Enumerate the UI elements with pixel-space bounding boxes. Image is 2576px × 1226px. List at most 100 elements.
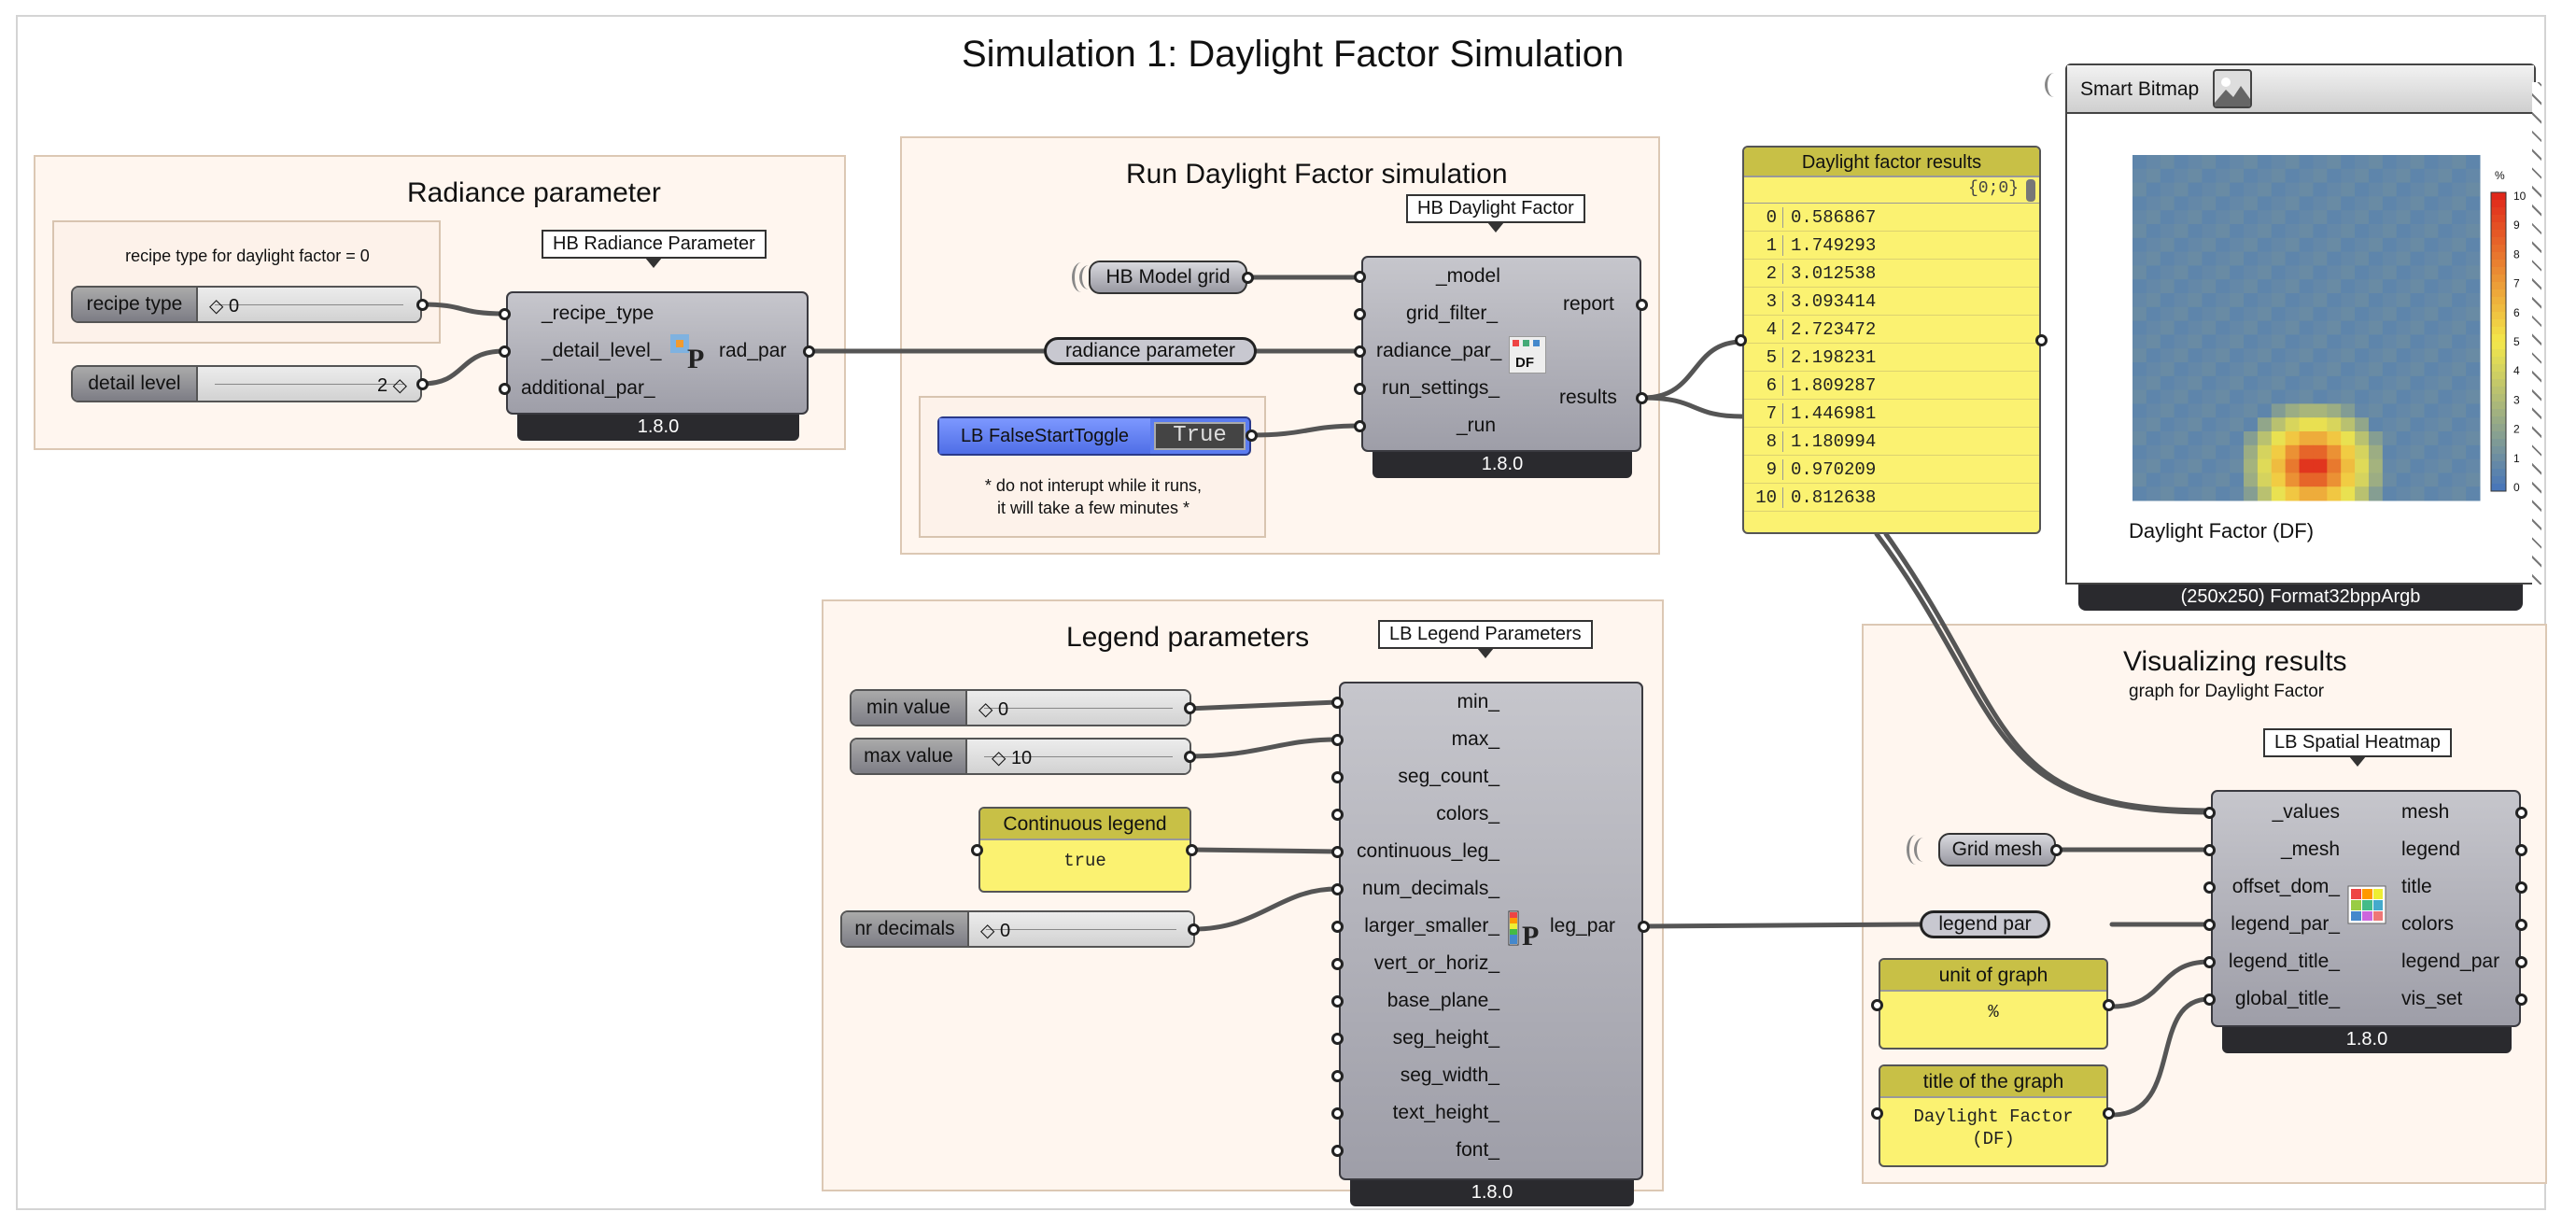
df-result-value: 3.093414 bbox=[1791, 290, 1877, 312]
port-hb-radiance-in-1[interactable] bbox=[499, 345, 511, 358]
heatmap-cell bbox=[2410, 168, 2425, 184]
port-nr-decimals-out[interactable] bbox=[1188, 923, 1200, 936]
port-toggle-out[interactable] bbox=[1246, 430, 1258, 442]
port-recipe-type-out[interactable] bbox=[416, 299, 429, 311]
port-unit-of-graph-in[interactable] bbox=[1871, 999, 1883, 1011]
port-df-results-out[interactable] bbox=[2035, 334, 2048, 346]
port-lb-heatmap-in[interactable] bbox=[2203, 807, 2216, 819]
heatmap-cell bbox=[2313, 265, 2328, 280]
port-lb-legend-in[interactable] bbox=[1331, 958, 1344, 970]
port-hb-radiance-out-0[interactable] bbox=[803, 345, 815, 358]
port-continuous-legend-in[interactable] bbox=[971, 844, 983, 856]
port-hb-daylight-out-1[interactable] bbox=[1636, 392, 1648, 404]
port-lb-heatmap-out[interactable] bbox=[2515, 993, 2527, 1006]
port-hb-daylight-out-0[interactable] bbox=[1636, 299, 1648, 311]
port-lb-legend-in[interactable] bbox=[1331, 883, 1344, 895]
slider-min-value-track[interactable]: ◇ 0 bbox=[967, 691, 1189, 725]
heatmap-cell bbox=[2327, 417, 2342, 432]
param-hb-model-grid[interactable]: HB Model grid bbox=[1089, 261, 1247, 294]
slider-detail-level[interactable]: detail level 2 ◇ bbox=[71, 365, 422, 402]
heatmap-cell bbox=[2438, 168, 2453, 184]
port-lb-legend-in[interactable] bbox=[1331, 771, 1344, 783]
heatmap-cell bbox=[2355, 155, 2370, 170]
port-hb-daylight-in-3[interactable] bbox=[1354, 383, 1366, 395]
toggle-lb-falsestart[interactable]: LB FalseStartToggle True bbox=[937, 416, 1251, 456]
port-lb-heatmap-out[interactable] bbox=[2515, 807, 2527, 819]
port-min-value-out[interactable] bbox=[1184, 702, 1196, 714]
panel-continuous-legend[interactable]: Continuous legend true bbox=[978, 807, 1191, 893]
heatmap-cell bbox=[2452, 389, 2467, 404]
param-grid-mesh[interactable]: Grid mesh bbox=[1938, 833, 2056, 867]
port-lb-legend-in[interactable] bbox=[1331, 1145, 1344, 1157]
heatmap-cell bbox=[2452, 472, 2467, 487]
port-hb-model-grid-out[interactable] bbox=[1242, 272, 1254, 284]
heatmap-cell bbox=[2341, 458, 2356, 473]
legend-bar-segment bbox=[2491, 454, 2506, 462]
slider-recipe-type-track[interactable]: ◇ 0 bbox=[198, 288, 420, 321]
component-hb-radiance-parameter[interactable] bbox=[506, 291, 809, 415]
slider-nr-decimals[interactable]: nr decimals ◇ 0 bbox=[840, 910, 1195, 948]
relay-radiance-parameter[interactable]: radiance parameter bbox=[1044, 337, 1257, 365]
port-lb-heatmap-in[interactable] bbox=[2203, 993, 2216, 1006]
port-lb-heatmap-out[interactable] bbox=[2515, 881, 2527, 894]
port-lb-heatmap-out[interactable] bbox=[2515, 844, 2527, 856]
port-lb-legend-in[interactable] bbox=[1331, 809, 1344, 821]
port-lb-legend-out-0[interactable] bbox=[1638, 921, 1650, 933]
heatmap-cell bbox=[2160, 306, 2175, 322]
component-hb-daylight-factor[interactable] bbox=[1361, 256, 1641, 452]
port-lb-legend-in[interactable] bbox=[1331, 697, 1344, 709]
slider-detail-level-track[interactable]: 2 ◇ bbox=[198, 367, 420, 401]
port-lb-heatmap-in[interactable] bbox=[2203, 919, 2216, 931]
port-continuous-legend-out[interactable] bbox=[1186, 844, 1198, 856]
legend-bar-segment bbox=[2491, 327, 2506, 335]
slider-max-value-track[interactable]: ◇ 10 bbox=[967, 740, 1189, 773]
heatmap-cell bbox=[2327, 155, 2342, 170]
component-lb-legend-parameters[interactable] bbox=[1339, 682, 1643, 1180]
port-df-results-in[interactable] bbox=[1735, 334, 1747, 346]
panel-scrollbar[interactable] bbox=[2026, 179, 2035, 202]
heatmap-cell bbox=[2202, 224, 2217, 239]
port-lb-heatmap-in[interactable] bbox=[2203, 956, 2216, 968]
toggle-value[interactable]: True bbox=[1154, 422, 1246, 450]
port-title-of-graph-out[interactable] bbox=[2103, 1107, 2115, 1120]
port-hb-daylight-in-0[interactable] bbox=[1354, 271, 1366, 283]
slider-min-value[interactable]: min value ◇ 0 bbox=[850, 689, 1191, 726]
subgroup-recipe[interactable] bbox=[52, 220, 441, 344]
panel-unit-of-graph[interactable]: unit of graph % bbox=[1879, 958, 2108, 1050]
heatmap-output-label: legend bbox=[2401, 838, 2461, 860]
heatmap-cell bbox=[2174, 251, 2189, 266]
port-detail-level-out[interactable] bbox=[416, 378, 429, 390]
port-hb-daylight-in-2[interactable] bbox=[1354, 345, 1366, 358]
port-lb-heatmap-in[interactable] bbox=[2203, 881, 2216, 894]
heatmap-cell bbox=[2216, 417, 2231, 432]
port-lb-legend-in[interactable] bbox=[1331, 1107, 1344, 1120]
panel-title-of-graph[interactable]: title of the graph Daylight Factor (DF) bbox=[1879, 1064, 2108, 1167]
port-hb-radiance-in-2[interactable] bbox=[499, 383, 511, 395]
port-lb-legend-in[interactable] bbox=[1331, 1033, 1344, 1045]
port-max-value-out[interactable] bbox=[1184, 751, 1196, 763]
port-lb-legend-in[interactable] bbox=[1331, 846, 1344, 858]
relay-legend-par[interactable]: legend par bbox=[1920, 910, 2050, 938]
port-hb-radiance-in-0[interactable] bbox=[499, 308, 511, 320]
heatmap-cell bbox=[2271, 348, 2287, 363]
heatmap-cell bbox=[2327, 389, 2342, 404]
port-lb-legend-in[interactable] bbox=[1331, 921, 1344, 933]
slider-recipe-type[interactable]: recipe type ◇ 0 bbox=[71, 286, 422, 323]
heatmap-cell bbox=[2188, 251, 2203, 266]
port-title-of-graph-in[interactable] bbox=[1871, 1107, 1883, 1120]
port-lb-legend-in[interactable] bbox=[1331, 995, 1344, 1008]
port-lb-heatmap-out[interactable] bbox=[2515, 919, 2527, 931]
port-unit-of-graph-out[interactable] bbox=[2103, 999, 2115, 1011]
port-lb-legend-in[interactable] bbox=[1331, 1070, 1344, 1082]
port-hb-daylight-in-1[interactable] bbox=[1354, 308, 1366, 320]
port-lb-heatmap-in[interactable] bbox=[2203, 844, 2216, 856]
slider-nr-decimals-track[interactable]: ◇ 0 bbox=[969, 912, 1193, 946]
port-lb-legend-in[interactable] bbox=[1331, 734, 1344, 746]
port-lb-heatmap-out[interactable] bbox=[2515, 956, 2527, 968]
port-hb-daylight-in-4[interactable] bbox=[1354, 420, 1366, 432]
port-grid-mesh-out[interactable] bbox=[2050, 844, 2062, 856]
slider-max-value[interactable]: max value ◇ 10 bbox=[850, 738, 1191, 775]
